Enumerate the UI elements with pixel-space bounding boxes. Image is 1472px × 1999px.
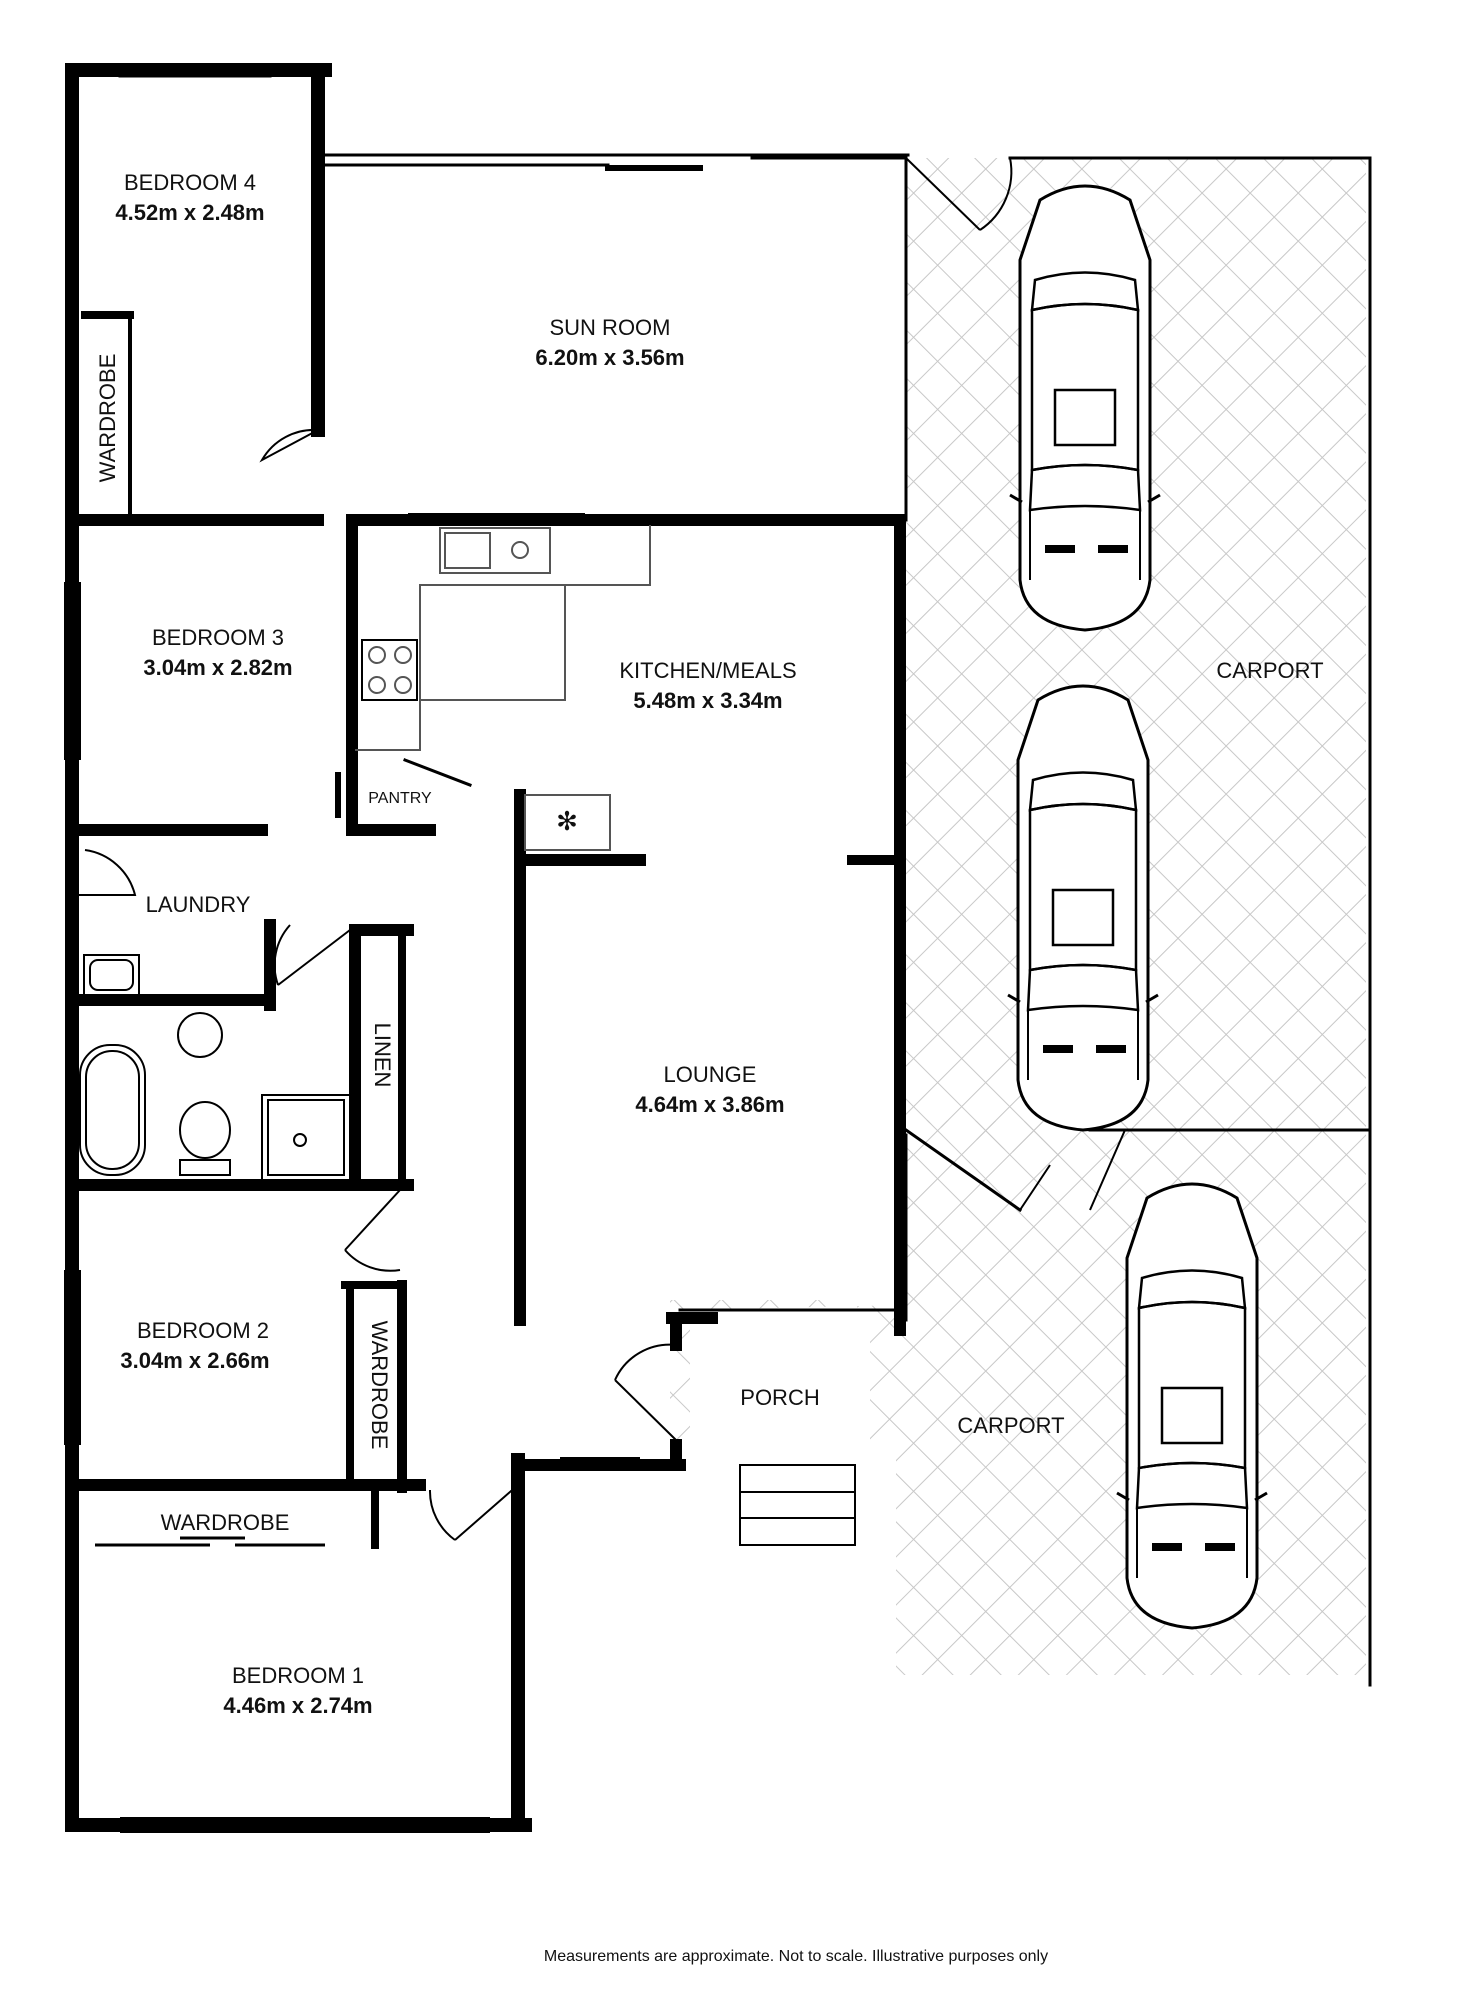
sun-room-name: SUN ROOM	[550, 315, 671, 340]
walls	[65, 63, 1372, 1832]
car-3-icon	[1115, 1182, 1269, 1630]
laundry-label: LAUNDRY	[146, 892, 251, 917]
kitchen-name: KITCHEN/MEALS	[619, 658, 796, 683]
lounge-name: LOUNGE	[664, 1062, 757, 1087]
bedroom1-name: BEDROOM 1	[232, 1663, 364, 1688]
wardrobe-b4-label: WARDROBE	[95, 354, 120, 483]
disclaimer-footer: Measurements are approximate. Not to sca…	[0, 1948, 1472, 1966]
carport-bottom-label: CARPORT	[957, 1413, 1064, 1438]
kitchen-size: 5.48m x 3.34m	[633, 688, 782, 713]
pantry-label: PANTRY	[368, 790, 432, 807]
bedroom4-name: BEDROOM 4	[124, 170, 256, 195]
car-2-icon	[1006, 684, 1160, 1132]
bedroom4-size: 4.52m x 2.48m	[115, 200, 264, 225]
porch-label: PORCH	[740, 1385, 819, 1410]
bedroom3-size: 3.04m x 2.82m	[143, 655, 292, 680]
lounge-size: 4.64m x 3.86m	[635, 1092, 784, 1117]
disclaimer-text: Measurements are approximate. Not to sca…	[543, 1948, 1049, 1965]
door-swings	[72, 157, 1126, 1541]
bedroom2-size: 3.04m x 2.66m	[120, 1348, 269, 1373]
bathroom-fixtures	[79, 954, 351, 1181]
sun-room-size: 6.20m x 3.56m	[535, 345, 684, 370]
bedroom2-name: BEDROOM 2	[137, 1318, 269, 1343]
bedroom3-name: BEDROOM 3	[152, 625, 284, 650]
kitchen-fixtures	[355, 525, 651, 851]
car-1-icon	[1008, 184, 1162, 632]
carport-top-label: CARPORT	[1216, 658, 1323, 683]
wardrobe-doors	[95, 1536, 325, 1547]
windows	[64, 513, 640, 1833]
wardrobe-b1-label: WARDROBE	[161, 1510, 290, 1535]
fridge-snowflake-icon: ✻	[556, 806, 578, 836]
linen-label: LINEN	[370, 1023, 395, 1088]
bedroom1-size: 4.46m x 2.74m	[223, 1693, 372, 1718]
porch-steps	[739, 1464, 856, 1546]
wardrobe-b2-label: WARDROBE	[367, 1321, 392, 1450]
